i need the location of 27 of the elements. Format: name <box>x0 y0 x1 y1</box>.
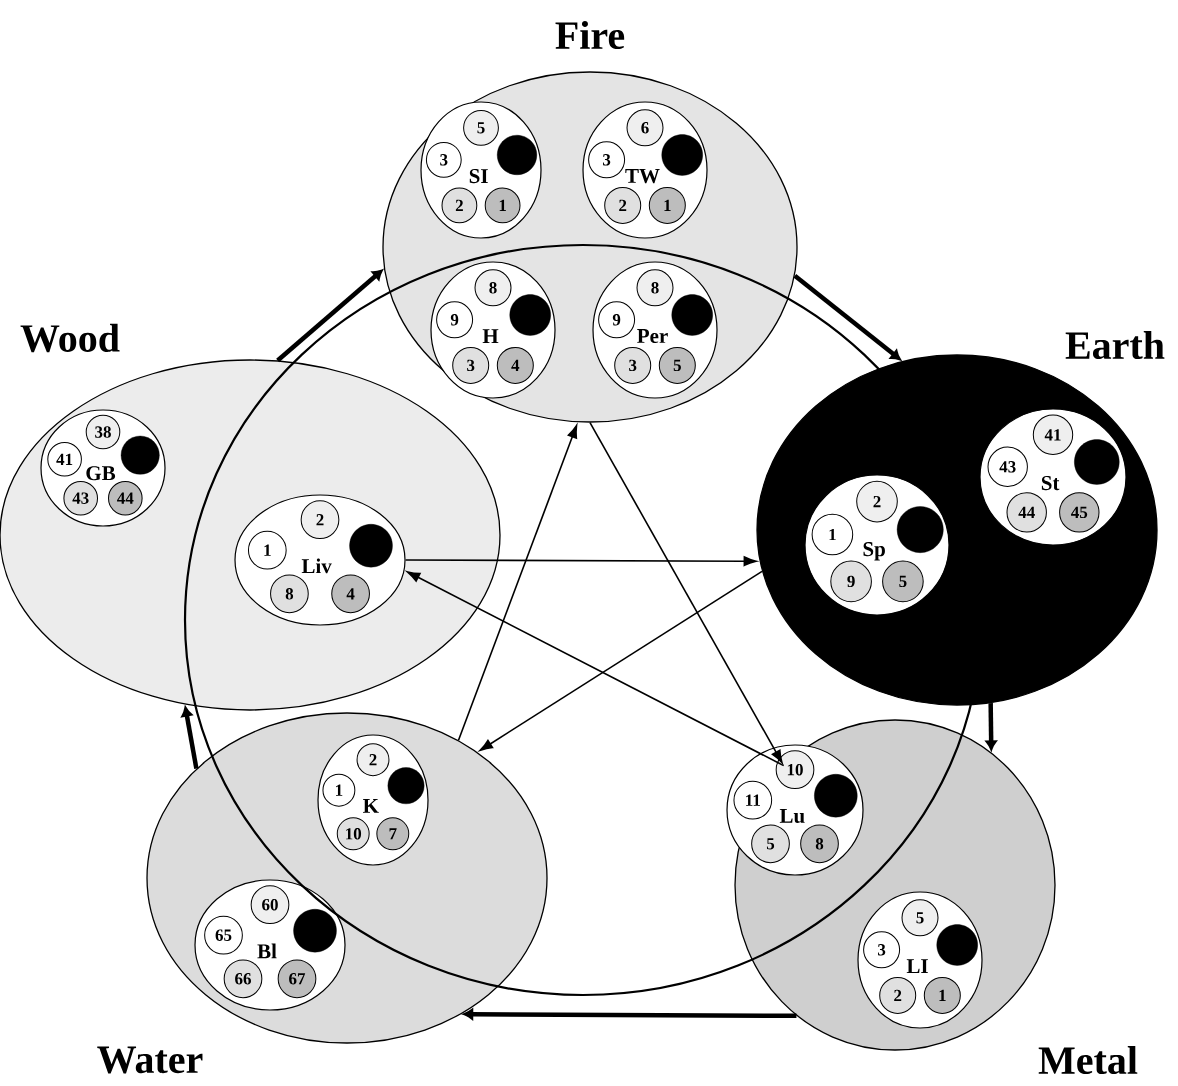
filled-dot <box>671 294 713 336</box>
node-label: Metal <box>1038 1045 1138 1075</box>
filled-dot <box>387 767 425 805</box>
cycle-arrow <box>276 269 383 363</box>
filled-dot <box>349 524 393 568</box>
cycle-arrow <box>181 706 199 769</box>
filled-dot <box>896 506 944 553</box>
filled-dot <box>120 435 160 475</box>
node-label: Water <box>97 1046 203 1074</box>
arrow <box>479 570 763 751</box>
cycle-arrow <box>463 1008 797 1020</box>
arrow <box>404 556 757 567</box>
filled-dot <box>497 135 537 175</box>
filled-dot <box>661 134 703 176</box>
filled-dot <box>814 774 858 818</box>
cycle-arrow <box>985 703 997 751</box>
filled-dot <box>293 909 337 953</box>
node-label: Earth <box>1065 330 1165 360</box>
filled-dot <box>1074 439 1120 485</box>
filled-dot <box>509 294 551 336</box>
filled-dot <box>936 924 978 966</box>
arrow <box>589 421 783 764</box>
node-label: Fire <box>555 20 625 50</box>
arrow <box>457 424 578 742</box>
arrow <box>406 571 785 767</box>
cycle-arrow <box>793 274 901 361</box>
node-label: Wood <box>20 323 120 353</box>
